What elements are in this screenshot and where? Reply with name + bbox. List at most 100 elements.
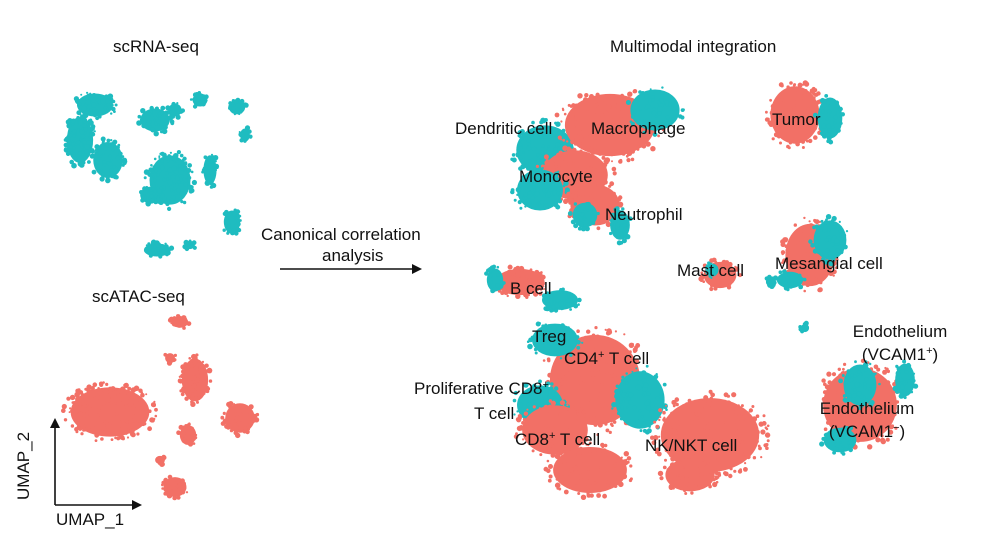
cell-point xyxy=(823,134,826,137)
cell-point xyxy=(605,221,612,228)
cell-point xyxy=(487,273,493,278)
cell-point xyxy=(573,465,579,471)
cell-point xyxy=(595,113,598,116)
cell-point xyxy=(662,417,667,422)
cell-point xyxy=(596,471,601,475)
cell-point xyxy=(623,216,630,222)
cell-point xyxy=(578,221,584,228)
cell-point xyxy=(823,224,828,230)
cell-point xyxy=(110,438,114,441)
cell-point xyxy=(101,172,105,176)
cell-point xyxy=(896,381,902,387)
cell-point xyxy=(659,392,663,396)
cell-point xyxy=(83,127,89,132)
cell-point xyxy=(801,277,804,280)
cell-point xyxy=(656,100,661,105)
cell-point xyxy=(772,107,775,110)
cell-point xyxy=(97,411,101,415)
cell-point xyxy=(840,391,844,395)
cell-point xyxy=(626,158,631,163)
cell-point xyxy=(669,462,676,468)
cell-point xyxy=(786,287,790,292)
cell-point xyxy=(169,354,173,358)
cell-point xyxy=(797,261,801,265)
cell-point xyxy=(614,393,619,398)
cell-point xyxy=(646,136,649,140)
cell-point xyxy=(602,487,607,491)
cell-point xyxy=(541,144,545,148)
cell-point xyxy=(163,455,166,459)
cell-point xyxy=(573,175,579,181)
cell-point xyxy=(156,173,160,177)
cell-point xyxy=(153,178,157,183)
cell-point xyxy=(789,261,794,266)
cell-point xyxy=(119,420,122,424)
cell-point xyxy=(592,346,595,349)
cell-point xyxy=(614,388,620,395)
cell-point xyxy=(170,174,176,179)
cell-point xyxy=(108,424,113,429)
cell-point xyxy=(178,489,183,494)
method-label-line1: Canonical correlation xyxy=(261,225,421,244)
cell-point xyxy=(184,396,189,401)
cell-point xyxy=(194,370,200,376)
cell-point xyxy=(648,425,651,428)
cell-point xyxy=(826,109,832,115)
cell-point xyxy=(670,108,673,112)
cell-point xyxy=(71,140,74,143)
cell-point xyxy=(147,426,153,432)
cell-point xyxy=(679,463,686,470)
cell-point xyxy=(590,208,593,211)
cell-point xyxy=(912,379,916,383)
cell-point xyxy=(668,471,673,475)
cell-point xyxy=(629,120,633,124)
cell-point xyxy=(233,217,236,220)
cell-point xyxy=(822,98,827,104)
cell-point xyxy=(621,151,626,156)
cell-point xyxy=(238,112,241,116)
cell-point xyxy=(208,379,213,383)
cell-point xyxy=(85,110,91,116)
cell-point xyxy=(177,314,181,318)
cell-point xyxy=(174,182,179,187)
cell-point xyxy=(166,493,173,499)
cell-point xyxy=(699,273,705,280)
cell-point xyxy=(689,419,695,425)
cell-point xyxy=(566,404,569,407)
cell-point xyxy=(86,91,89,94)
cell-point xyxy=(848,443,854,450)
cell-point xyxy=(625,372,628,375)
cell-point xyxy=(560,138,563,141)
cell-point xyxy=(103,424,106,428)
cell-point xyxy=(710,276,713,279)
cell-point xyxy=(700,279,703,282)
cell-point xyxy=(519,139,522,142)
cell-point xyxy=(610,420,613,423)
cell-point xyxy=(822,390,828,395)
cell-point xyxy=(561,153,564,156)
cell-point xyxy=(815,100,820,105)
cell-point xyxy=(761,421,767,426)
cell-point xyxy=(75,140,81,145)
cell-point xyxy=(572,194,578,200)
cell-point xyxy=(579,140,582,143)
cell-point xyxy=(558,300,564,307)
cell-point xyxy=(676,420,682,426)
cell-point xyxy=(562,156,567,161)
cell-point xyxy=(133,403,137,408)
cell-point xyxy=(816,236,821,240)
cell-point xyxy=(189,366,195,373)
cell-point xyxy=(737,404,740,407)
cell-point xyxy=(74,427,79,432)
cell-point xyxy=(233,223,239,228)
cell-point xyxy=(604,420,608,424)
cell-point xyxy=(566,146,572,152)
cell-point xyxy=(808,258,814,265)
cell-point xyxy=(817,287,823,293)
cell-point xyxy=(102,152,105,156)
cell-point xyxy=(846,369,851,374)
cell-point xyxy=(557,467,562,471)
cell-point xyxy=(86,384,92,390)
cell-point xyxy=(568,373,571,376)
cell-point xyxy=(644,94,649,99)
